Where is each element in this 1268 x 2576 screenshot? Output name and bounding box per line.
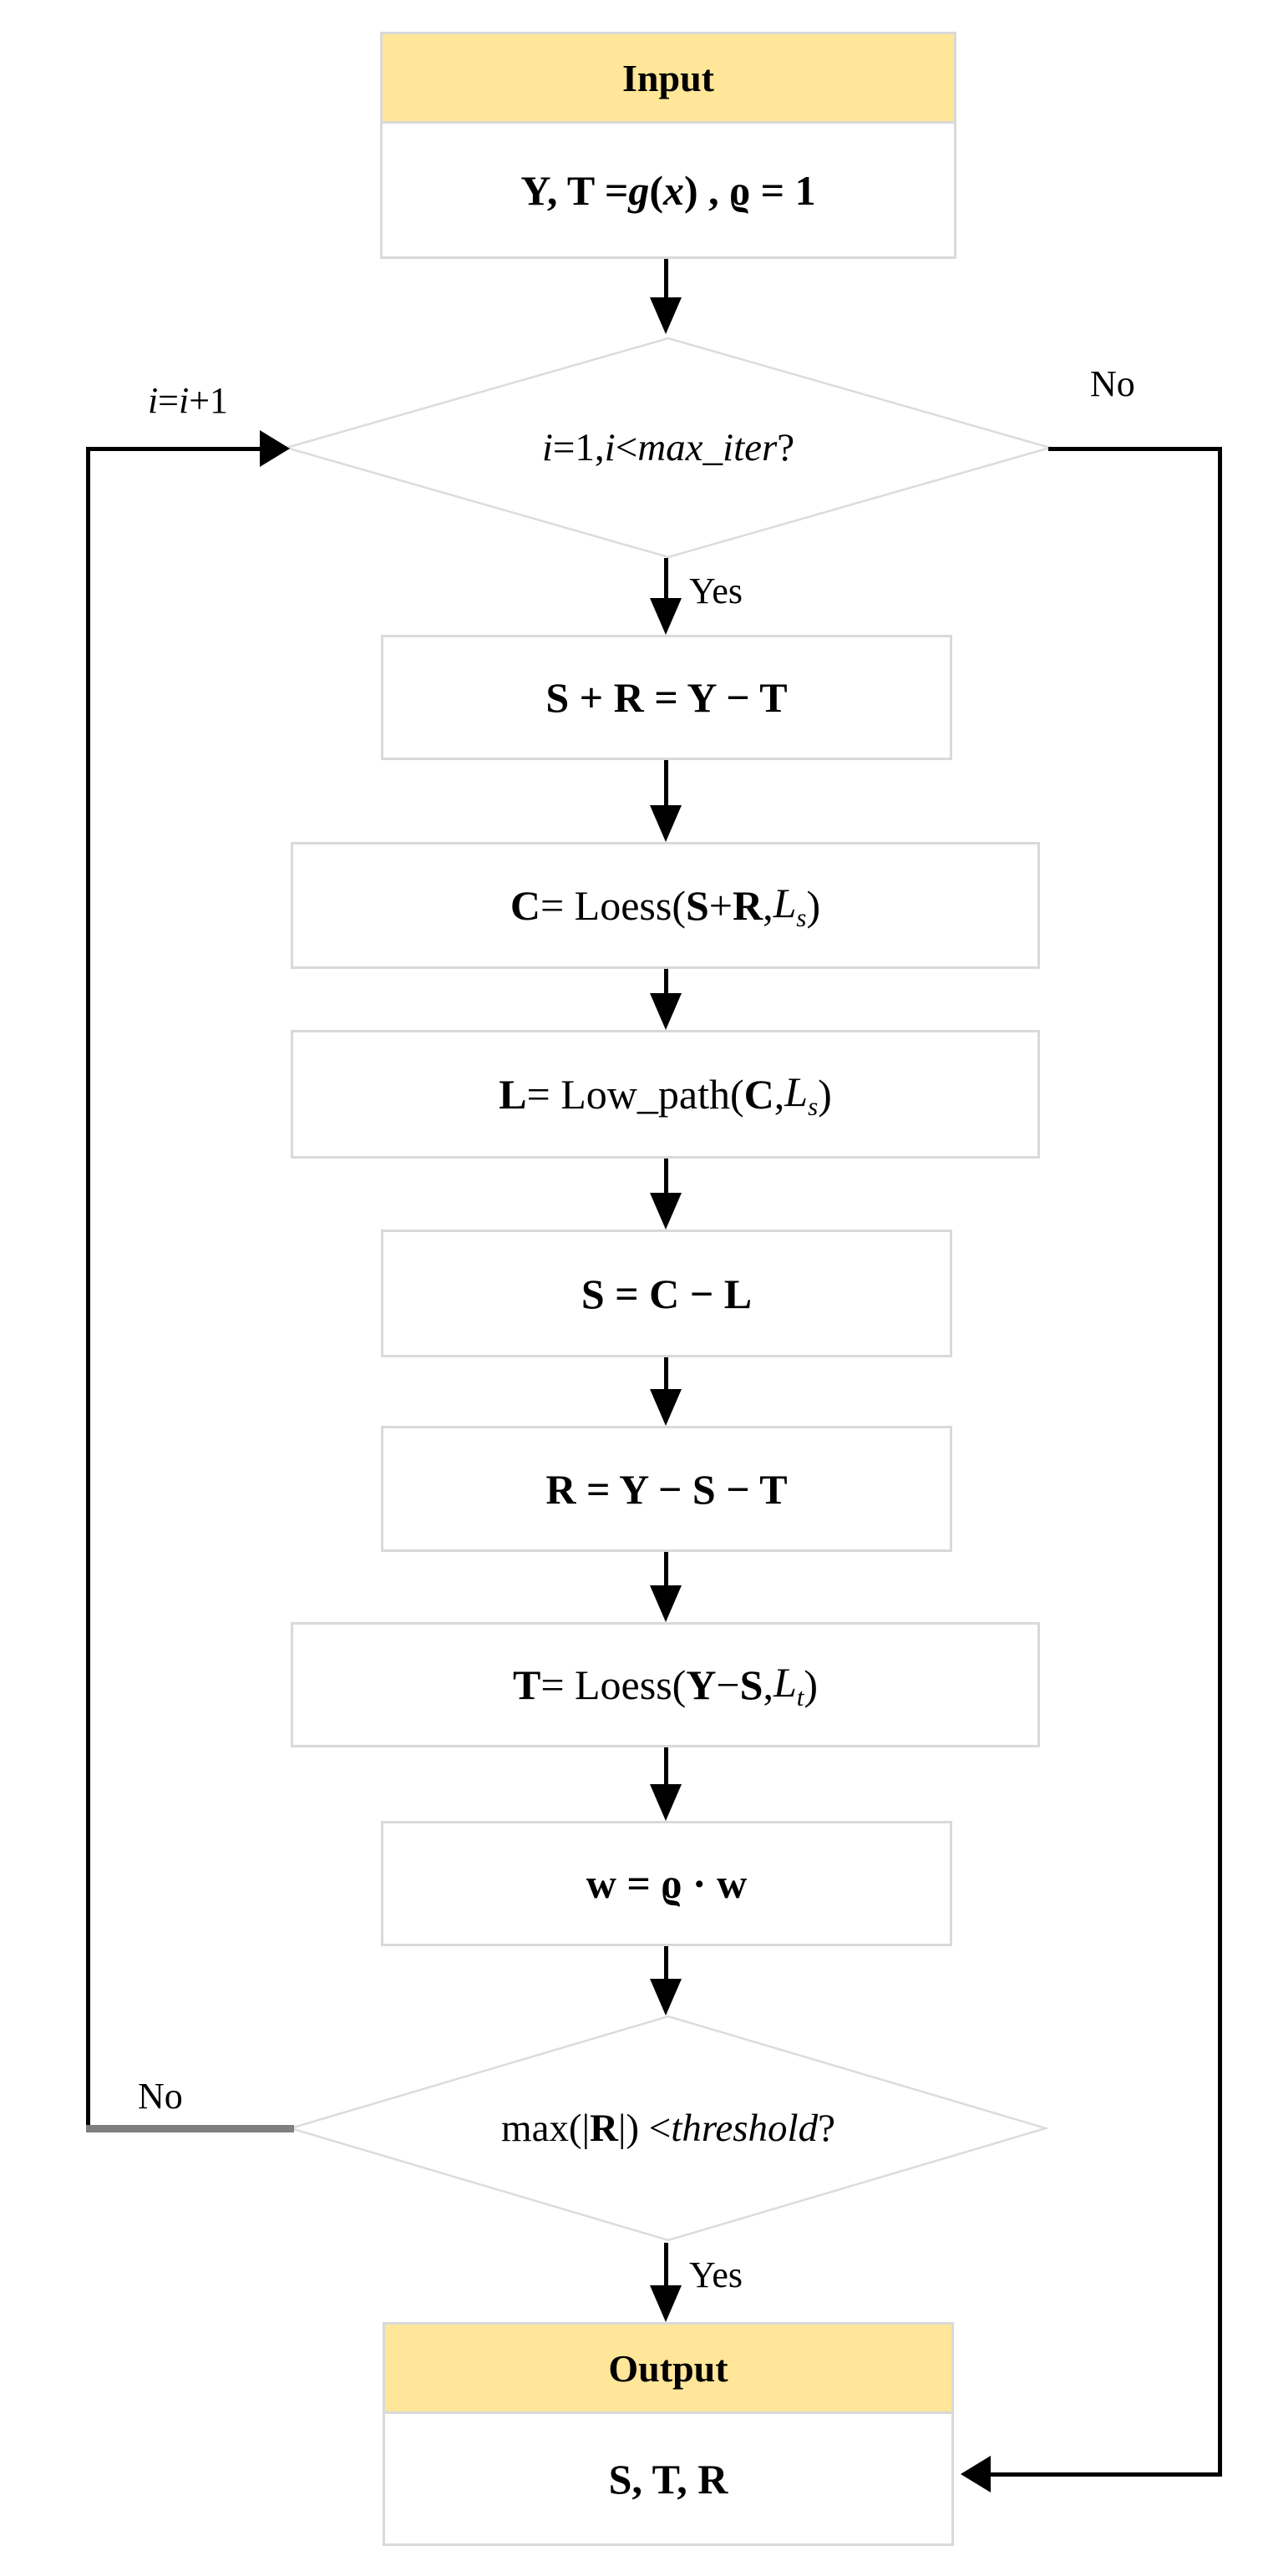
connector [664,760,668,807]
no-bottom-label: No [138,2075,183,2117]
decision-max-iter-text: i=1, i < max_iter ? [541,426,795,469]
connector [664,1552,668,1588]
connector [664,1357,668,1391]
yes-top-label: Yes [689,570,743,611]
connector [664,1946,668,1981]
arrowhead-down-icon [650,1784,682,1821]
arrowhead-down-icon [650,805,682,842]
output-node: Output S, T, R [383,2322,954,2546]
arrowhead-down-icon [650,297,682,334]
arrowhead-down-icon [650,1585,682,1622]
process-s: S = C − L [381,1230,952,1357]
decision-max-iter: i=1, i < max_iter ? [284,336,1052,560]
output-formula: S, T, R [608,2455,728,2502]
loop-top-line [86,447,260,451]
connector [664,1159,668,1195]
diamond-shape [288,2015,1048,2242]
arrowhead-down-icon [650,598,682,635]
arrowhead-right-icon [260,430,290,467]
connector-input-to-decision [664,259,668,301]
bypass-bottom-line [991,2472,1222,2477]
connector-decision-yes [664,558,668,601]
input-node: Input Y, T = g(x) , ϱ = 1 [380,32,956,259]
loop-return-line [86,2125,294,2132]
loop-left-line [86,447,90,2129]
process-w: w = ϱ · w [381,1821,952,1946]
process-c: C = Loess(S + R, Ls) [291,842,1040,969]
connector-threshold-yes [664,2243,668,2288]
arrowhead-down-icon [650,1979,682,2016]
input-header: Input [383,34,954,124]
connector [664,1747,668,1787]
output-header: Output [385,2325,951,2414]
process-r: R = Y − S − T [381,1426,952,1552]
process-sr: S + R = Y − T [381,635,952,760]
yes-bottom-label: Yes [689,2254,743,2295]
arrowhead-left-icon [961,2456,991,2492]
arrowhead-down-icon [650,1389,682,1426]
increment-label: i=i+1 [147,379,229,421]
no-top-label: No [1090,363,1135,404]
process-l: L = Low_path(C, Ls) [291,1030,1040,1159]
decision-threshold: max(|R|) < threshold ? [288,2014,1048,2243]
input-formula: Y, T = g(x) , ϱ = 1 [520,166,816,214]
arrowhead-down-icon [650,1193,682,1230]
arrowhead-down-icon [650,993,682,1030]
decision-threshold-text: max(|R|) < threshold ? [501,2107,835,2150]
connector [664,969,668,996]
diamond-shape [284,337,1052,559]
bypass-right-line [1218,447,1222,2477]
arrowhead-down-icon [650,2285,682,2322]
process-t: T = Loess(Y − S, Lt) [291,1622,1040,1747]
bypass-top-line [1048,447,1222,451]
